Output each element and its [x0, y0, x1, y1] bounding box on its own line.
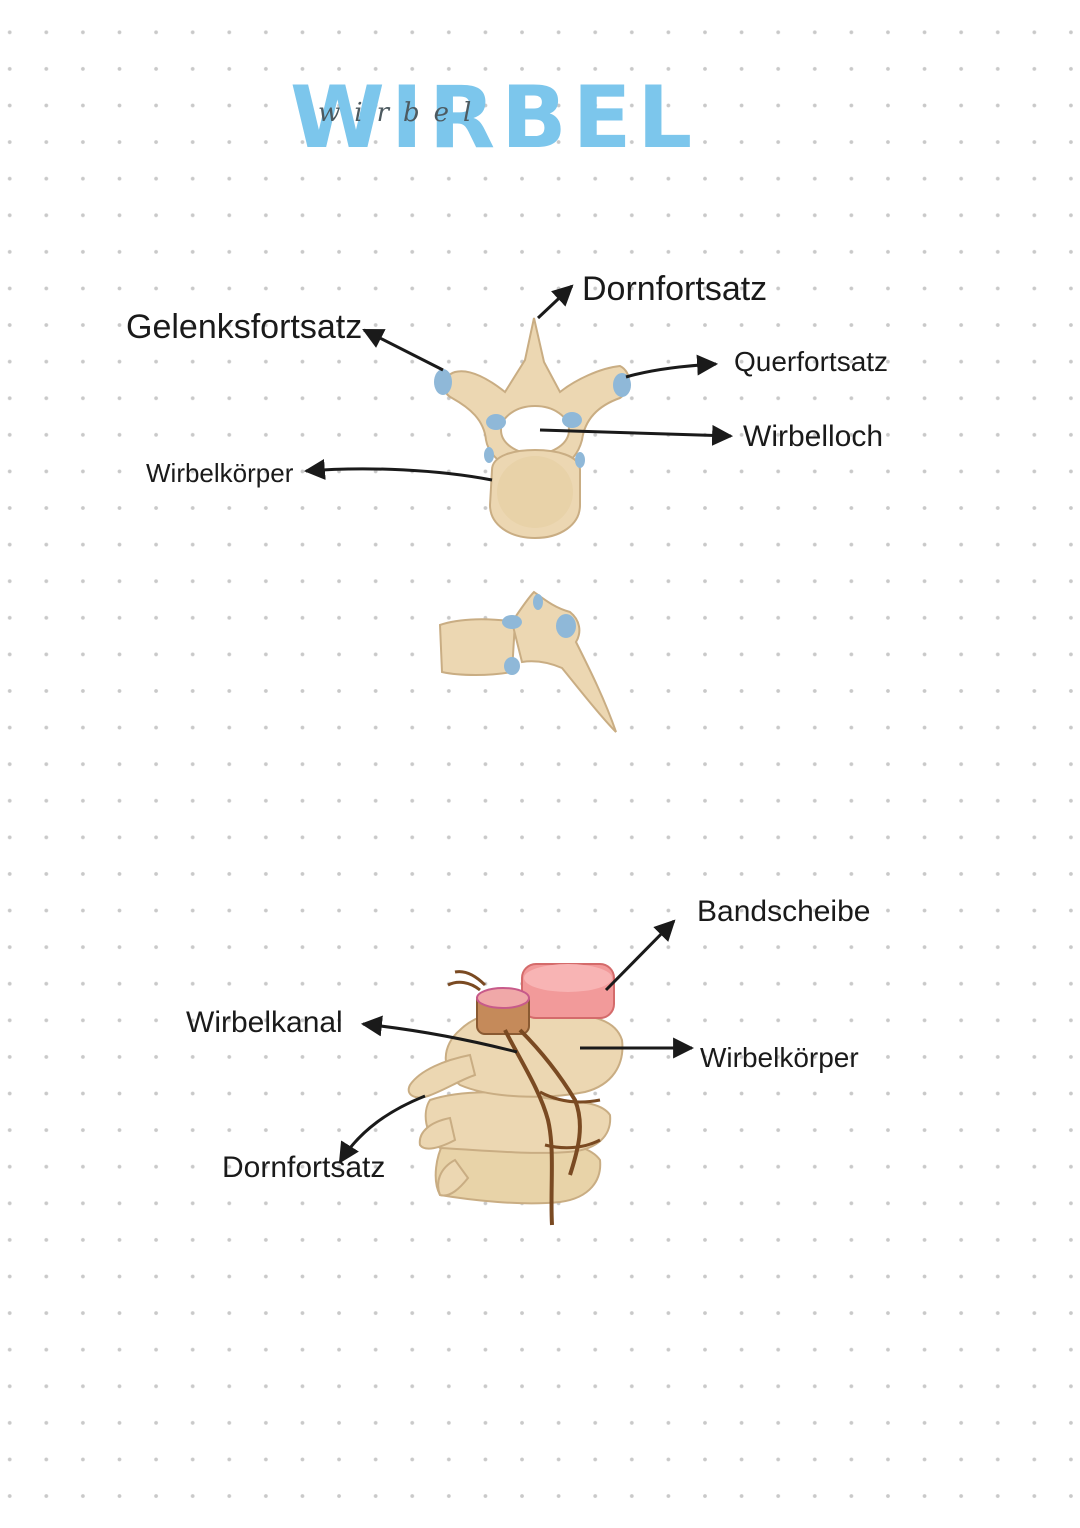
label-dornfortsatz-top: Dornfortsatz: [582, 270, 768, 308]
label-gelenksfortsatz: Gelenksfortsatz: [126, 308, 363, 346]
label-wirbelkoerper-top: Wirbelkörper: [146, 458, 294, 488]
cartilage-spot: [533, 594, 543, 610]
intervertebral-disc-top: [524, 964, 612, 992]
label-querfortsatz: Querfortsatz: [734, 346, 889, 377]
cartilage-spot: [575, 452, 585, 468]
nerve-root: [454, 970, 487, 987]
cartilage-spot: [502, 615, 522, 629]
spine-segment: [407, 963, 624, 1226]
arrow-querfortsatz: [625, 354, 719, 379]
arrow-dornfortsatz-bottom: [338, 1094, 426, 1164]
cartilage-spot: [556, 614, 576, 638]
arrow-wirbelkanal: [360, 1015, 518, 1054]
label-wirbelkanal: Wirbelkanal: [186, 1006, 343, 1039]
cartilage-spot: [486, 414, 506, 430]
nerve-root: [503, 1029, 554, 1226]
label-bandscheibe: Bandscheibe: [697, 895, 871, 928]
arrow-wirbelkoerper-top: [303, 459, 493, 482]
vertebra-top-view: [434, 317, 631, 540]
vertebra-side-view: [438, 590, 617, 733]
nerve-root: [544, 1138, 601, 1150]
spinous-process-3: [437, 1158, 470, 1197]
cartilage-spot: [484, 447, 494, 463]
spinal-cord-top: [476, 987, 530, 1009]
vertebral-body-surface: [497, 456, 573, 528]
arrow-wirbelloch: [539, 424, 734, 446]
nerve-root: [518, 1028, 582, 1176]
label-wirbelloch: Wirbelloch: [743, 420, 884, 453]
cartilage-spot: [562, 412, 582, 428]
cartilage-spot: [613, 373, 631, 397]
nerve-root: [447, 980, 481, 992]
arrow-dornfortsatz-top: [536, 284, 574, 320]
label-wirbelkoerper-bottom: Wirbelkörper: [700, 1042, 859, 1073]
page-title: WIRBEL: [290, 68, 699, 168]
cartilage-spot: [504, 657, 520, 675]
spinous-process-2: [418, 1116, 457, 1150]
arrow-gelenksfortsatz: [362, 328, 444, 372]
spinous-process-1: [407, 1053, 477, 1099]
nerve-root: [539, 1090, 601, 1104]
vertebra-side-body: [438, 618, 517, 676]
title-script: wirbel: [318, 98, 486, 128]
label-dornfortsatz-bottom: Dornfortsatz: [222, 1151, 386, 1184]
arrow-bandscheibe: [604, 919, 676, 992]
cartilage-spot: [434, 369, 452, 395]
vertebra-side-process: [510, 590, 617, 733]
